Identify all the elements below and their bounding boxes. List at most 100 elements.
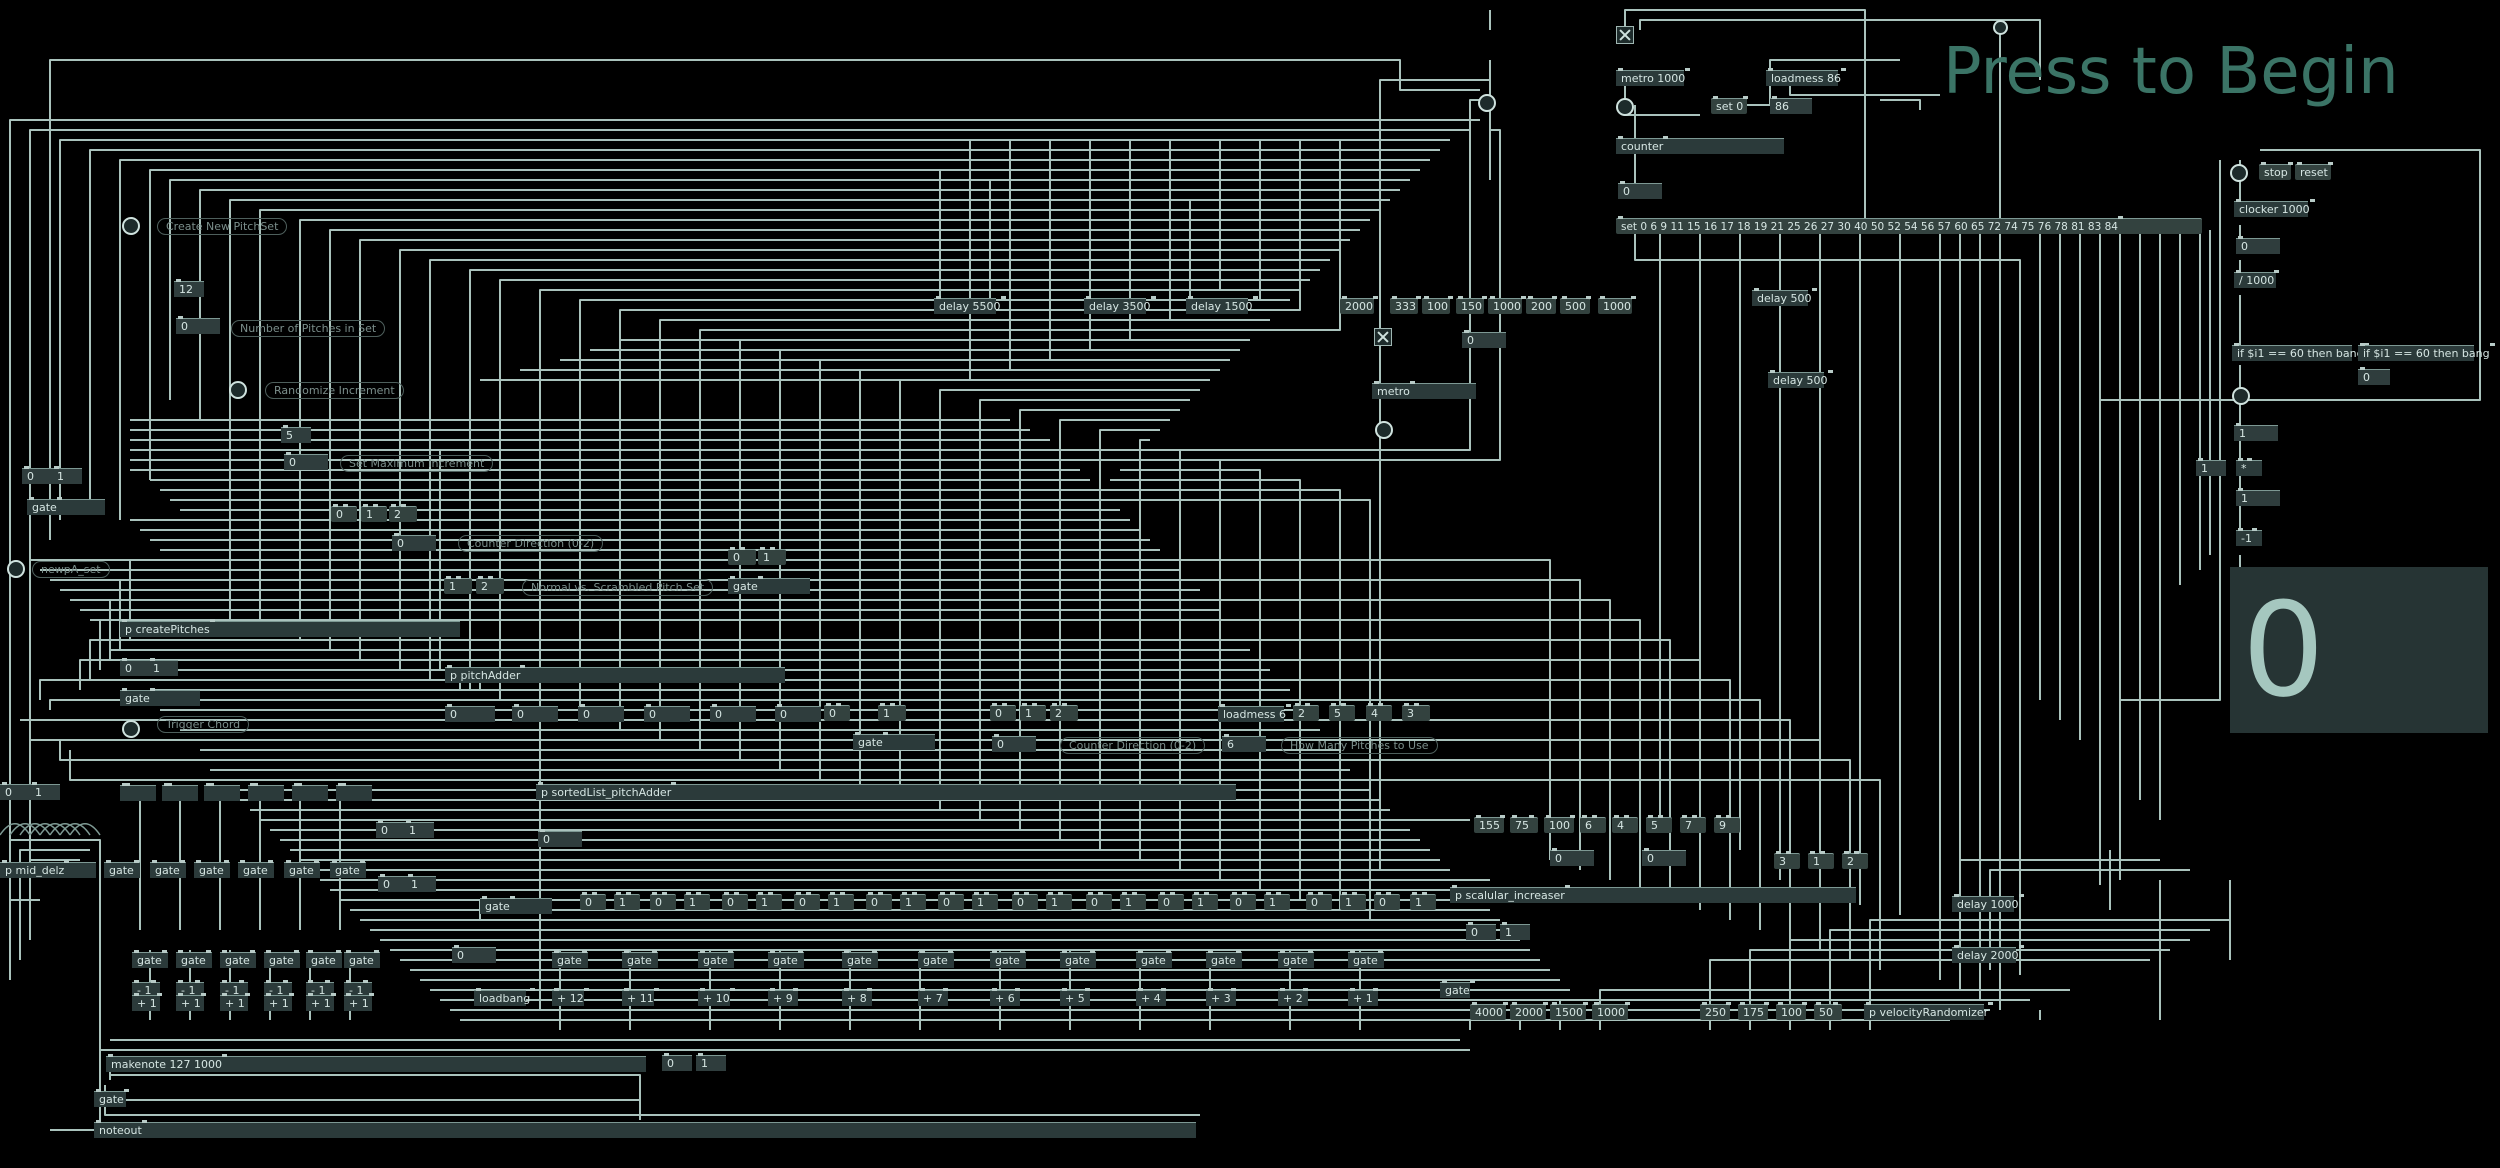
scalular-msg-1[interactable]: 1: [1808, 851, 1834, 869]
bang-create-pitchset[interactable]: [122, 217, 140, 235]
msg-5[interactable]: 5: [1646, 815, 1672, 833]
seq-msg-1g[interactable]: 1: [1046, 892, 1072, 910]
gate-row2-3[interactable]: gate: [220, 950, 256, 968]
seq-msg-0i[interactable]: 0: [1158, 892, 1184, 910]
msg-1000c[interactable]: 1000: [1592, 1002, 1630, 1020]
delay-500a[interactable]: delay 500: [1752, 288, 1817, 306]
msg-2000[interactable]: 2000: [1340, 296, 1378, 314]
stop-message[interactable]: stop: [2259, 162, 2293, 180]
msg-100[interactable]: 100: [1422, 296, 1453, 314]
gate-add-10[interactable]: gate: [698, 950, 734, 968]
plus-4[interactable]: + 4: [1136, 988, 1166, 1006]
gate-row2-2[interactable]: gate: [176, 950, 212, 968]
gate-mid-msg-0[interactable]: 0: [728, 547, 756, 565]
p-pitchadder[interactable]: p pitchAdder: [445, 665, 785, 683]
set0-message[interactable]: set 0: [1711, 96, 1749, 114]
tbb-2[interactable]: [162, 783, 198, 801]
adder-num-1[interactable]: 0: [445, 704, 495, 722]
scalular-num-1[interactable]: 0: [1550, 848, 1594, 866]
msg-1500[interactable]: 1500: [1550, 1002, 1588, 1020]
delay-500b[interactable]: delay 500: [1768, 370, 1833, 388]
pitch-set-message[interactable]: set 0 6 9 11 15 16 17 18 19 21 25 26 27 …: [1616, 216, 2202, 234]
number-howmany[interactable]: 6: [1222, 734, 1266, 752]
seq-msg-0c[interactable]: 0: [722, 892, 748, 910]
msg-333[interactable]: 333: [1390, 296, 1421, 314]
sorted-msg-0[interactable]: 0: [824, 703, 850, 721]
number-1c[interactable]: 1: [2236, 488, 2280, 506]
minus-1-e[interactable]: - 1: [306, 980, 334, 998]
plus-11[interactable]: + 11: [622, 988, 659, 1006]
gate-chord-1[interactable]: gate: [104, 860, 140, 878]
scalular-num-2[interactable]: 0: [1642, 848, 1686, 866]
minus-1-c[interactable]: - 1: [220, 980, 248, 998]
adder-num-5[interactable]: 0: [710, 704, 756, 722]
plus-9[interactable]: + 9: [768, 988, 798, 1006]
gate-add-11[interactable]: gate: [622, 950, 658, 968]
gate-msg-1d[interactable]: 1: [406, 874, 436, 892]
gate-add-4[interactable]: gate: [1136, 950, 1172, 968]
plus-1-c[interactable]: + 1: [220, 993, 250, 1011]
adder-num-6[interactable]: 0: [775, 704, 821, 722]
delay-3500[interactable]: delay 3500: [1084, 296, 1156, 314]
minus-1-d[interactable]: - 1: [264, 980, 292, 998]
plus-1-b[interactable]: + 1: [176, 993, 206, 1011]
gate-add-3[interactable]: gate: [1206, 950, 1242, 968]
gate-chord-5[interactable]: gate: [284, 860, 320, 878]
plus-1[interactable]: + 1: [1348, 988, 1378, 1006]
scramble-msg-1[interactable]: 1: [444, 576, 472, 594]
seq-msg-0g[interactable]: 0: [1012, 892, 1038, 910]
minus-1-b[interactable]: - 1: [176, 980, 204, 998]
dir-msg-2[interactable]: 2: [389, 504, 417, 522]
toggle-start[interactable]: [1616, 26, 1634, 44]
p-velocityrandomizer[interactable]: p velocityRandomizer: [1864, 1002, 1994, 1020]
number-86[interactable]: 86: [1770, 96, 1812, 114]
number-1a[interactable]: 1: [2234, 423, 2278, 441]
makenote-msg-1[interactable]: 1: [696, 1053, 726, 1071]
seq-msg-0k[interactable]: 0: [1306, 892, 1332, 910]
gate-add-12[interactable]: gate: [552, 950, 588, 968]
number-12[interactable]: 12: [174, 279, 204, 297]
gate-chord-3[interactable]: gate: [194, 860, 230, 878]
press-to-begin-title[interactable]: Press to Begin: [1943, 35, 2399, 109]
msg-2000b[interactable]: 2000: [1510, 1002, 1548, 1020]
metro-object-2[interactable]: metro: [1372, 381, 1476, 399]
plus-1-f[interactable]: + 1: [344, 993, 374, 1011]
loadmess-object[interactable]: loadmess 86: [1766, 68, 1846, 86]
msg-4000[interactable]: 4000: [1470, 1002, 1508, 1020]
p-scalular-increaser[interactable]: p scalular_increaser: [1450, 885, 1856, 903]
howmany-msg-2[interactable]: 2: [1293, 703, 1319, 721]
msg-155[interactable]: 155: [1474, 815, 1505, 833]
bang-button-if[interactable]: [2232, 387, 2250, 405]
msg-100a[interactable]: 100: [1544, 815, 1575, 833]
seq-msg-0j[interactable]: 0: [1230, 892, 1256, 910]
gate-msg-0b[interactable]: 0: [120, 658, 150, 676]
bang-button-upper[interactable]: [1478, 94, 1496, 112]
msg-6[interactable]: 6: [1580, 815, 1606, 833]
bang-button-clock[interactable]: [2230, 164, 2248, 182]
plus-5[interactable]: + 5: [1060, 988, 1090, 1006]
seq-msg-1l[interactable]: 1: [1410, 892, 1436, 910]
plus-2[interactable]: + 2: [1278, 988, 1308, 1006]
gate-left-1[interactable]: gate: [27, 497, 105, 515]
plus-1-a[interactable]: + 1: [132, 993, 162, 1011]
gate-mid-msg-1[interactable]: 1: [758, 547, 786, 565]
adder-num-4[interactable]: 0: [644, 704, 690, 722]
gate-msg-1[interactable]: 1: [52, 466, 82, 484]
scalular-msg-3[interactable]: 3: [1774, 851, 1800, 869]
if-number[interactable]: 0: [2358, 367, 2390, 385]
loadmess-6[interactable]: loadmess 6: [1218, 704, 1291, 722]
delay-5500[interactable]: delay 5500: [934, 296, 1006, 314]
bang-randomize[interactable]: [229, 381, 247, 399]
number-max-inc[interactable]: 0: [284, 452, 328, 470]
plus-7[interactable]: + 7: [918, 988, 948, 1006]
gate-msg-0[interactable]: 0: [22, 466, 52, 484]
msg-1000b[interactable]: 1000: [1598, 296, 1636, 314]
bang-button-metro2[interactable]: [1375, 421, 1393, 439]
gate-velocity[interactable]: gate: [1440, 980, 1475, 998]
p-sortedlist-pitchadder[interactable]: p sortedList_pitchAdder: [536, 782, 1236, 800]
seq-msg-0a[interactable]: 0: [580, 892, 606, 910]
seq-msg-1d[interactable]: 1: [828, 892, 854, 910]
mid-msg-0[interactable]: 0: [0, 782, 30, 800]
seq-msg-1c[interactable]: 1: [756, 892, 782, 910]
divide-object[interactable]: / 1000: [2234, 270, 2280, 288]
